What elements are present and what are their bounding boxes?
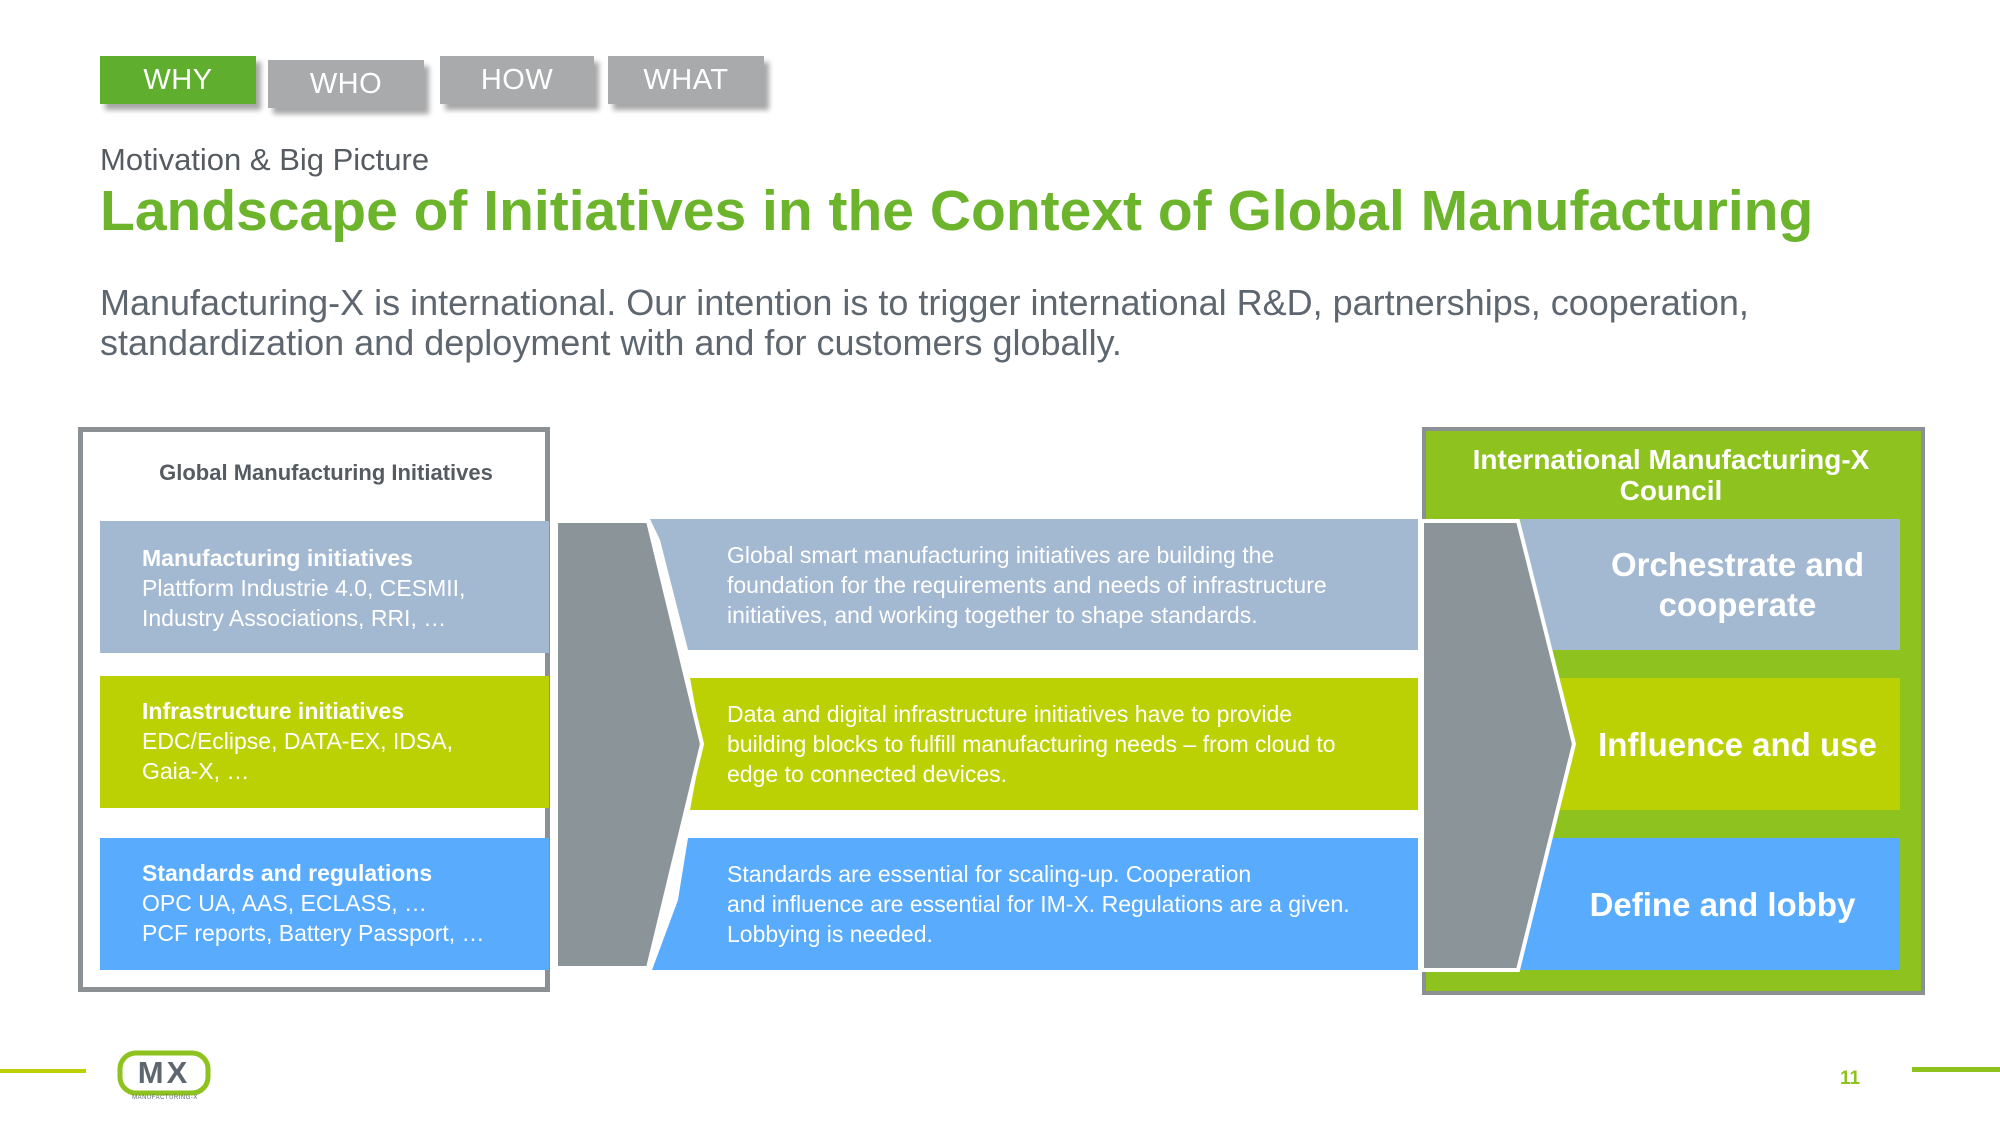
- manufacturing-initiatives-row: Manufacturing initiatives Plattform Indu…: [100, 521, 549, 653]
- middle-band-lime: [690, 678, 1418, 810]
- text-line: Lobbying is needed.: [727, 921, 933, 947]
- row-heading: Standards and regulations: [142, 860, 433, 886]
- label-line: Orchestrate and: [1610, 546, 1865, 583]
- council-title-line: International Manufacturing-X: [1472, 444, 1870, 475]
- page-number: 11: [1840, 1068, 1861, 1089]
- page-title: Landscape of Initiatives in the Context …: [100, 179, 1814, 243]
- text-line: building blocks to fulfill manufacturing…: [727, 731, 1336, 757]
- right-band-blue: [1520, 519, 1900, 650]
- text-line: Global smart manufacturing initiatives a…: [727, 542, 1275, 568]
- council-title: International Manufacturing-X Council: [1428, 444, 1914, 506]
- standards-regulations-row: Standards and regulations OPC UA, AAS, E…: [100, 838, 549, 970]
- influence-label: Influence and use: [1580, 725, 1895, 765]
- global-initiatives-title: Global Manufacturing Initiatives: [159, 460, 493, 485]
- tab-how[interactable]: HOW: [440, 56, 594, 104]
- intro-text: Manufacturing-X is international. Our in…: [100, 282, 1749, 363]
- row-line: Gaia-X, …: [142, 758, 250, 784]
- orchestrate-label: Orchestrate and cooperate: [1560, 545, 1915, 625]
- row-line: PCF reports, Battery Passport, …: [142, 920, 485, 946]
- middle-text-infrastructure: Data and digital infrastructure initiati…: [727, 699, 1417, 789]
- tab-what[interactable]: WHAT: [608, 56, 764, 104]
- logo-subtext: MANUFACTURING-X: [132, 1095, 198, 1101]
- label-line: Influence and use: [1598, 726, 1877, 763]
- row-heading: Infrastructure initiatives: [142, 698, 405, 724]
- row-line: Plattform Industrie 4.0, CESMII,: [142, 575, 466, 601]
- left-chevron-arrow: [554, 519, 705, 970]
- tab-how-label: HOW: [480, 63, 554, 96]
- row-line: OPC UA, AAS, ECLASS, …: [142, 890, 428, 916]
- row-line: EDC/Eclipse, DATA-EX, IDSA,: [142, 728, 453, 754]
- mx-logo-icon: [117, 1050, 211, 1096]
- row-line: Industry Associations, RRI, …: [142, 605, 447, 631]
- council-title-line: Council: [1619, 475, 1723, 506]
- label-line: cooperate: [1658, 586, 1817, 623]
- right-chevron-arrow: [1420, 519, 1577, 972]
- mx-logo: MX MANUFACTURING-X: [117, 1050, 213, 1104]
- define-label: Define and lobby: [1560, 885, 1885, 925]
- tab-why[interactable]: WHY: [100, 56, 256, 104]
- right-band-lime: [1560, 678, 1900, 810]
- middle-text-manufacturing: Global smart manufacturing initiatives a…: [727, 540, 1417, 630]
- text-line: Standards are essential for scaling-up. …: [727, 861, 1252, 887]
- text-line: initiatives, and working together to sha…: [727, 602, 1258, 628]
- infrastructure-initiatives-row: Infrastructure initiatives EDC/Eclipse, …: [100, 676, 549, 808]
- middle-text-standards: Standards are essential for scaling-up. …: [727, 859, 1417, 949]
- logo-text: MX: [137, 1055, 191, 1090]
- tab-why-label: WHY: [143, 63, 213, 96]
- label-line: Define and lobby: [1589, 886, 1856, 923]
- middle-band-sky: [652, 838, 1418, 970]
- tab-who[interactable]: WHO: [268, 60, 424, 108]
- tab-what-label: WHAT: [643, 63, 729, 96]
- text-line: Data and digital infrastructure initiati…: [727, 701, 1293, 727]
- footer-line-right: [1912, 1067, 2000, 1072]
- page-subtitle: Motivation & Big Picture: [100, 142, 430, 177]
- text-line: foundation for the requirements and need…: [727, 572, 1327, 598]
- middle-band-blue: [650, 519, 1418, 650]
- text-line: edge to connected devices.: [727, 761, 1008, 787]
- footer-line-left: [0, 1069, 86, 1073]
- row-heading: Manufacturing initiatives: [142, 545, 413, 571]
- tab-who-label: WHO: [309, 67, 383, 100]
- text-line: and influence are essential for IM-X. Re…: [727, 891, 1350, 917]
- right-band-sky: [1520, 838, 1900, 970]
